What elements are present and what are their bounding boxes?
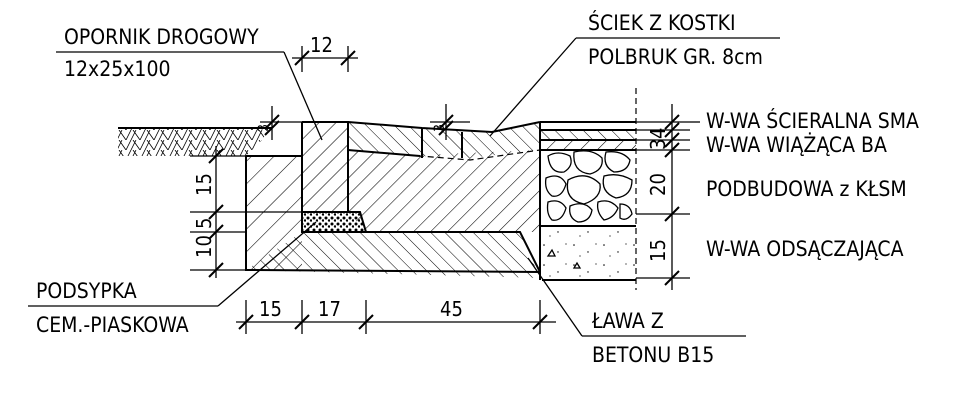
dim-bottom-15: 15 <box>259 297 282 321</box>
label-lawa-line1: ŁAWA Z <box>591 309 664 333</box>
dim-left-3: 3 <box>256 124 272 132</box>
dim-bottom-17: 17 <box>318 297 341 321</box>
dim-left-15: 15 <box>192 173 216 196</box>
dim-right-3: 3 <box>646 139 670 150</box>
gutter-concrete <box>347 149 540 232</box>
top-dimension: 12 <box>292 33 358 72</box>
bottom-dimensions: 15 17 45 <box>236 297 556 334</box>
ground-soil <box>118 127 272 156</box>
label-lawa-line2: BETONU B15 <box>592 343 714 367</box>
label-odsaczajaca: W-WA ODSĄCZAJĄCA <box>706 237 904 261</box>
label-podsypka-line2: CEM.-PIASKOWA <box>36 313 189 337</box>
gutter-dimension: 3 <box>430 104 470 140</box>
label-ba: W-WA WIĄŻĄCA BA <box>706 132 887 157</box>
label-sciek: ŚCIEK Z KOSTKI POLBRUK GR. 8cm <box>489 10 780 137</box>
label-layers: W-WA ŚCIERALNA SMA W-WA WIĄŻĄCA BA PODBU… <box>690 108 919 261</box>
dim-gutter-3: 3 <box>432 124 448 132</box>
dim-left-10: 10 <box>192 235 216 258</box>
pavement-layers <box>539 88 637 290</box>
dim-bottom-45: 45 <box>440 297 463 321</box>
aggregate-base <box>544 150 633 223</box>
label-sciek-line1: ŚCIEK Z KOSTKI <box>588 10 736 35</box>
label-lawa: ŁAWA Z BETONU B15 <box>527 257 746 367</box>
concrete-bench <box>245 155 541 278</box>
right-dimensions: 4 3 20 15 <box>636 104 690 290</box>
label-podsypka-line1: PODSYPKA <box>36 279 137 303</box>
label-podsypka: PODSYPKA CEM.-PIASKOWA <box>28 221 317 337</box>
dim-right-20: 20 <box>646 173 670 196</box>
dim-top-12: 12 <box>310 33 333 57</box>
label-opornik-line1: OPORNIK DROGOWY <box>64 25 259 49</box>
left-dimensions: 15 5 10 3 <box>190 106 302 278</box>
label-sciek-line2: POLBRUK GR. 8cm <box>588 45 763 69</box>
label-opornik-line2: 12x25x100 <box>64 57 170 81</box>
dim-left-5: 5 <box>192 218 216 229</box>
gutter-paving <box>347 121 541 161</box>
label-podbudowa: PODBUDOWA z KŁSM <box>706 177 907 201</box>
label-opornik: OPORNIK DROGOWY 12x25x100 <box>56 25 323 141</box>
dim-right-4: 4 <box>646 128 670 139</box>
label-sma: W-WA ŚCIERALNA SMA <box>706 108 919 133</box>
dim-right-15: 15 <box>646 239 670 262</box>
